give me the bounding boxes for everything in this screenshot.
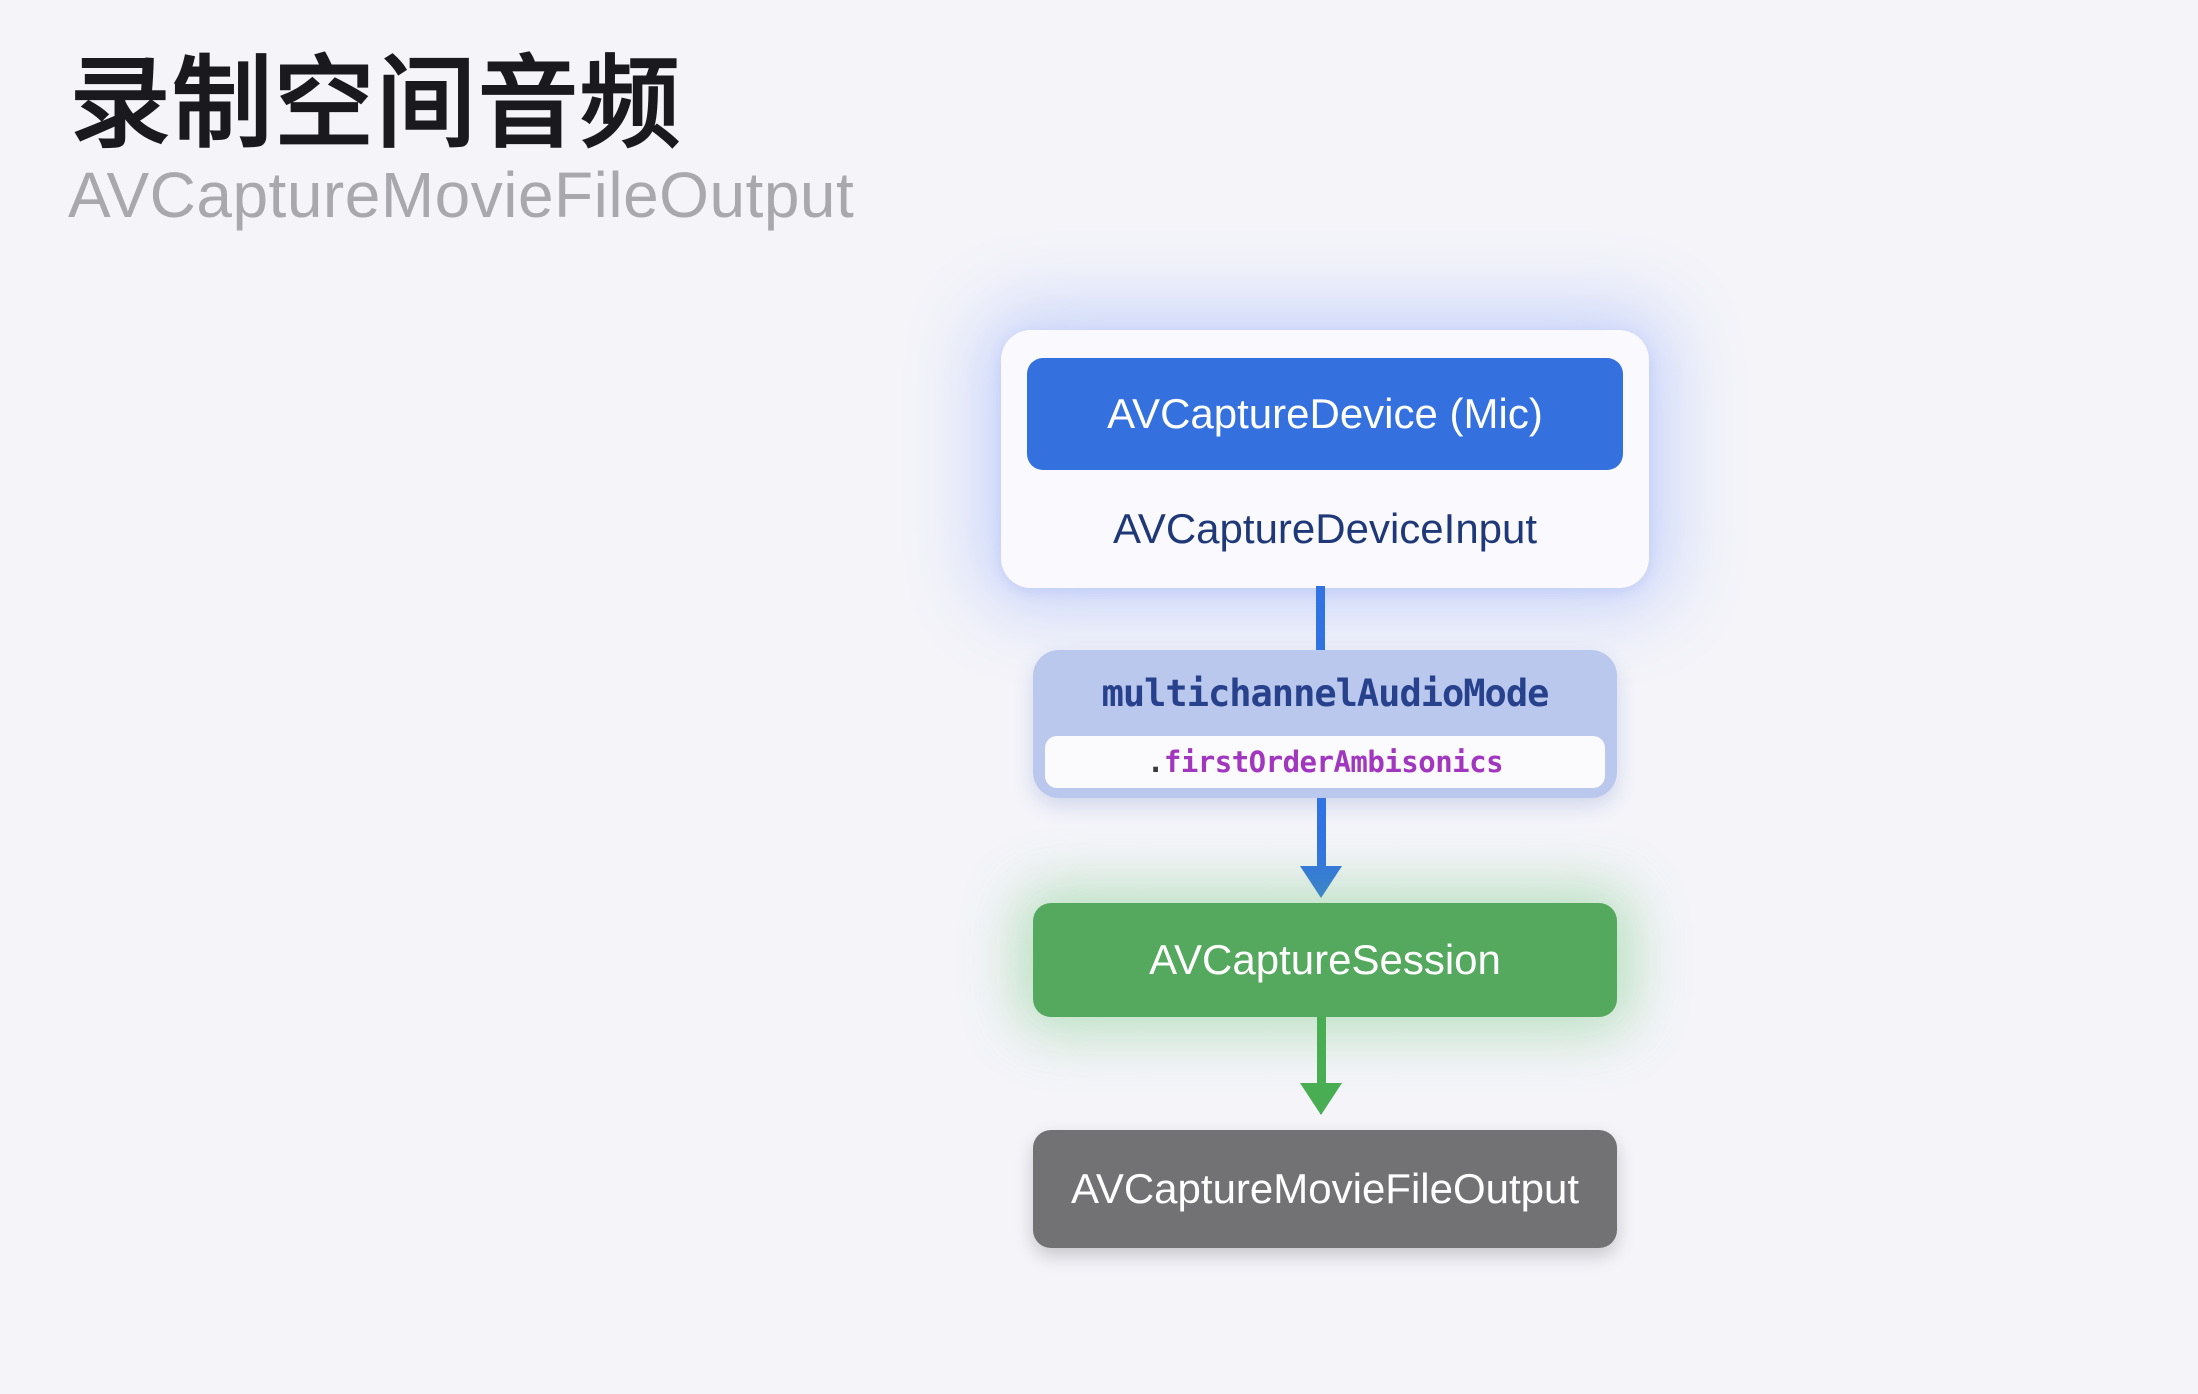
capture-device-label: AVCaptureDevice (Mic): [1107, 390, 1543, 437]
connector-line: [1316, 586, 1325, 652]
green-down-arrow: [1300, 1017, 1342, 1115]
blue-arrow-head: [1300, 866, 1342, 898]
multichannel-audio-mode-property: multichannelAudioMode: [1101, 671, 1550, 715]
green-arrow-head: [1300, 1083, 1342, 1115]
audio-mode-value-dot: .: [1146, 745, 1164, 779]
audio-mode-value-pill: .firstOrderAmbisonics: [1045, 736, 1605, 788]
capture-device-node: AVCaptureDevice (Mic): [1027, 358, 1623, 470]
multichannel-audio-mode-node: multichannelAudioMode .firstOrderAmbison…: [1033, 650, 1617, 798]
audio-mode-value: firstOrderAmbisonics: [1163, 745, 1504, 779]
page-subtitle: AVCaptureMovieFileOutput: [68, 159, 855, 231]
capture-device-input-card: AVCaptureDevice (Mic) AVCaptureDeviceInp…: [1001, 330, 1649, 588]
blue-down-arrow: [1300, 798, 1342, 898]
page-title: 录制空间音频: [70, 48, 682, 160]
green-arrow-shaft: [1316, 1017, 1326, 1083]
capture-device-input-label: AVCaptureDeviceInput: [1112, 505, 1538, 552]
blue-arrow-shaft: [1316, 798, 1326, 866]
movie-file-output-node: AVCaptureMovieFileOutput: [1033, 1130, 1617, 1248]
capture-session-node: AVCaptureSession: [1033, 903, 1617, 1017]
